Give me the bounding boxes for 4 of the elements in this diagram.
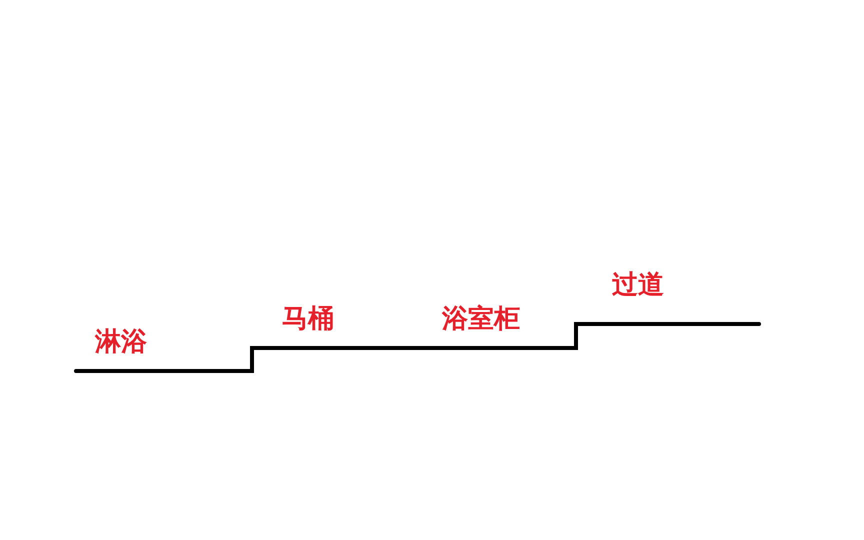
- area-label: 马桶: [282, 304, 334, 334]
- area-label: 淋浴: [95, 327, 147, 357]
- area-label: 浴室柜: [442, 304, 520, 334]
- area-label: 过道: [612, 270, 664, 300]
